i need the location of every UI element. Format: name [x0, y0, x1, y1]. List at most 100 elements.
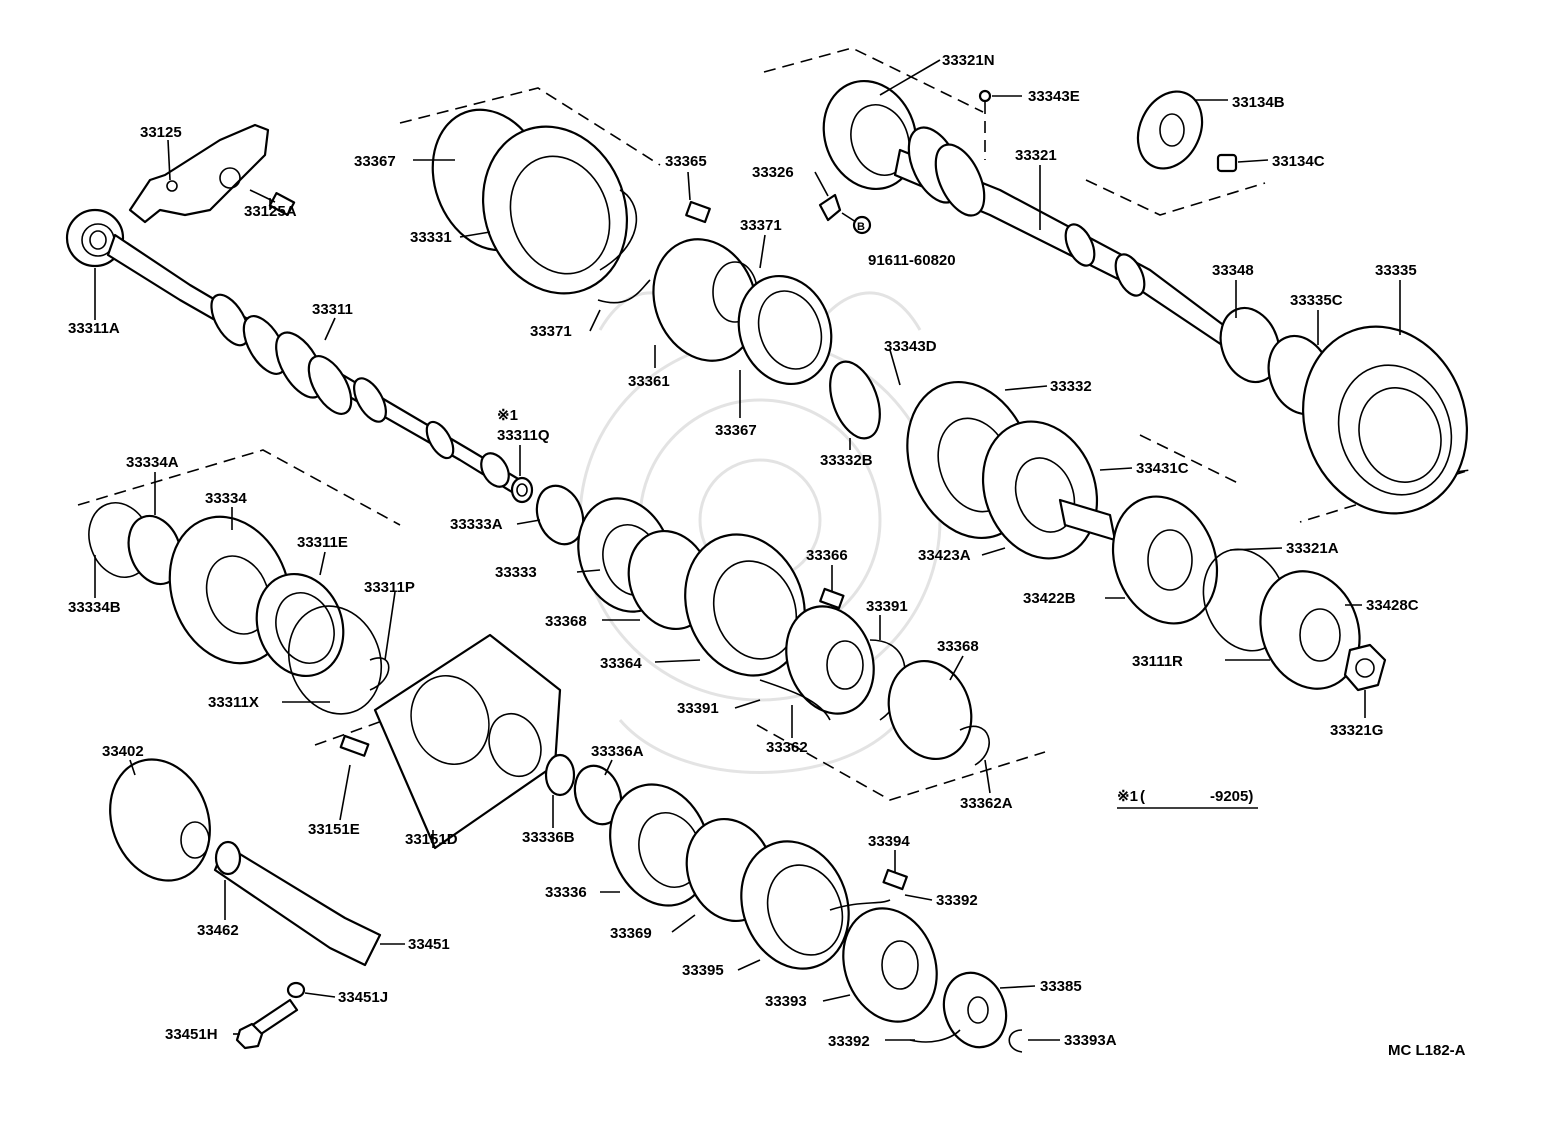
- label-33326: 33326: [752, 164, 794, 181]
- hub-33393: [829, 899, 938, 1023]
- label-33343D: 33343D: [884, 338, 937, 355]
- gear-33332: [906, 380, 1117, 560]
- label-33361: 33361: [628, 373, 670, 390]
- label-33391-lower: 33391: [677, 700, 719, 717]
- leader-lines: [94, 59, 1401, 1041]
- bolt-marker-B: B: [852, 215, 872, 235]
- bearing-33333A: [535, 484, 585, 546]
- note-open: (: [1140, 788, 1145, 805]
- label-33371-upper: 33371: [740, 217, 782, 234]
- label-33321G: 33321G: [1330, 722, 1383, 739]
- label-33311A: 33311A: [68, 320, 120, 337]
- note-range: -9205): [1210, 788, 1253, 805]
- label-33125A: 33125A: [244, 203, 297, 220]
- gear-33335: [1302, 325, 1468, 515]
- label-33336: 33336: [545, 884, 587, 901]
- label-33336B: 33336B: [522, 829, 575, 846]
- label-33368-right: 33368: [937, 638, 979, 655]
- label-33311P: 33311P: [364, 579, 415, 596]
- label-33348: 33348: [1212, 262, 1254, 279]
- label-33311X: 33311X: [208, 694, 259, 711]
- label-33431C: 33431C: [1136, 460, 1189, 477]
- spring-33392b: [909, 1029, 961, 1043]
- shaft-33451: [213, 840, 382, 967]
- countershaft-33321: [893, 126, 1232, 347]
- ring-33311E: [255, 572, 345, 678]
- gear-33402: [109, 758, 211, 882]
- label-33334: 33334: [205, 490, 247, 507]
- label-33393A: 33393A: [1064, 1032, 1117, 1049]
- label-33134B: 33134B: [1232, 94, 1285, 111]
- label-33366: 33366: [806, 547, 848, 564]
- label-33311E: 33311E: [297, 534, 348, 551]
- label-33311Q: 33311Q: [497, 427, 550, 444]
- label-33367-lower: 33367: [715, 422, 757, 439]
- note-mark: ※1: [1117, 788, 1138, 805]
- label-33335: 33335: [1375, 262, 1417, 279]
- label-33334B: 33334B: [68, 599, 121, 616]
- label-33321N: 33321N: [942, 52, 995, 69]
- hub-33362: [759, 605, 875, 721]
- label-33111R: 33111R: [1132, 653, 1183, 670]
- shift-bracket-33125: [128, 123, 270, 224]
- gear-33422B: [1111, 495, 1219, 625]
- applicability-note: ※1 ( -9205): [1117, 788, 1253, 805]
- label-33367-upper: 33367: [354, 153, 396, 170]
- label-33134C: 33134C: [1272, 153, 1325, 170]
- label-33365: 33365: [665, 153, 707, 170]
- nut-33321G: [1343, 643, 1387, 692]
- key-33394: [882, 868, 908, 891]
- label-33371-lower: 33371: [530, 323, 572, 340]
- label-33151D: 33151D: [405, 831, 458, 848]
- label-33333A: 33333A: [450, 516, 503, 533]
- bushing-33336B: [544, 753, 576, 797]
- label-33321A: 33321A: [1286, 540, 1339, 557]
- label-33422B: 33422B: [1023, 590, 1076, 607]
- label-33336A: 33336A: [591, 743, 644, 760]
- snapring-33311P: [369, 657, 390, 691]
- label-33125: 33125: [140, 124, 182, 141]
- label-33394: 33394: [868, 833, 910, 850]
- washer-33451J: [286, 981, 306, 999]
- label-33334A: 33334A: [126, 454, 179, 471]
- snapring-33393A: [1008, 1029, 1023, 1053]
- label-33391-upper: 33391: [866, 598, 908, 615]
- snapring-33362A: [959, 725, 990, 766]
- gear-33428C: [1259, 570, 1361, 690]
- label-33331: 33331: [410, 229, 452, 246]
- label-33402: 33402: [102, 743, 144, 760]
- label-33333: 33333: [495, 564, 537, 581]
- label-33451H: 33451H: [165, 1026, 218, 1043]
- ring-33311X: [287, 605, 383, 715]
- bearing-33332B: [829, 360, 881, 440]
- label-note-mark: ※1: [497, 407, 518, 424]
- synchro-hub-33361: [597, 200, 833, 386]
- bolt-33451H: [235, 998, 299, 1050]
- label-33428C: 33428C: [1366, 597, 1419, 614]
- label-33151E: 33151E: [308, 821, 360, 838]
- svg-text:B: B: [857, 221, 865, 233]
- label-33451: 33451: [408, 936, 450, 953]
- label-33451J: 33451J: [338, 989, 388, 1006]
- bolt-33125A: [249, 189, 296, 216]
- spacer-33348: [1219, 306, 1281, 384]
- label-33332: 33332: [1050, 378, 1092, 395]
- plate-33134B: [1136, 90, 1204, 170]
- label-33311: 33311: [312, 301, 353, 318]
- ring-33368b: [887, 659, 973, 761]
- bushing-33311Q: [510, 476, 534, 504]
- label-33392-lower: 33392: [828, 1033, 870, 1050]
- plate-33151D: [373, 633, 562, 850]
- label-33368-center: 33368: [545, 613, 587, 630]
- label-33392-upper: 33392: [936, 892, 978, 909]
- label-33364: 33364: [600, 655, 642, 672]
- label-33362: 33362: [766, 739, 808, 756]
- plate-33385: [942, 971, 1008, 1049]
- label-33335C: 33335C: [1290, 292, 1343, 309]
- bearing-33336A: [573, 764, 623, 826]
- label-33393: 33393: [765, 993, 807, 1010]
- part-labels: 33321N 33343E 33134B 33134C 33321 33326 …: [68, 52, 1419, 1050]
- synchro-group-33331: [431, 108, 638, 295]
